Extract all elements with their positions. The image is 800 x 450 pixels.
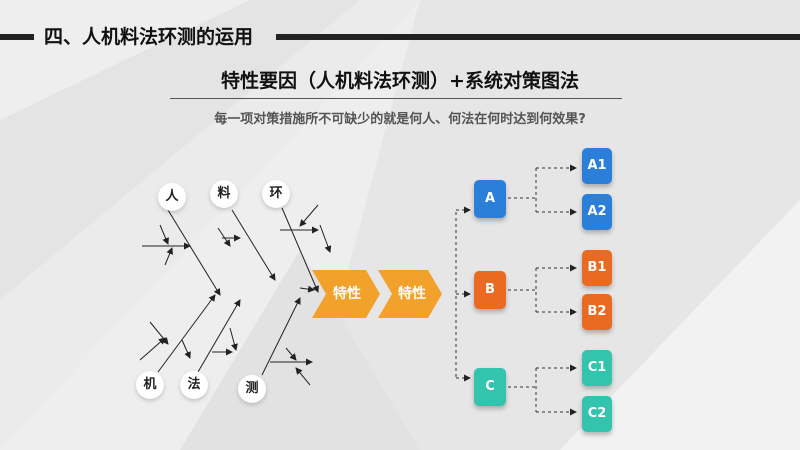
strategy-box-b1: B1 [582, 250, 612, 286]
subtitle-underline [170, 98, 622, 99]
factor-ce: 测 [238, 375, 266, 403]
factor-ren: 人 [158, 183, 186, 211]
bone-huan [281, 207, 319, 293]
factor-huan: 环 [262, 180, 290, 208]
strategy-box-b2: B2 [582, 294, 612, 330]
header-line-right [276, 34, 800, 40]
strategy-box-c2: C2 [582, 396, 612, 432]
strategy-box-a1: A1 [582, 148, 612, 184]
page-title: 四、人机料法环测的运用 [44, 26, 254, 48]
bone-liao [231, 209, 276, 281]
guiding-question: 每一项对策措施所不可缺少的就是何人、何法在何时达到何效果? [214, 112, 586, 127]
strategy-box-a2: A2 [582, 194, 612, 230]
diagram-subtitle: 特性要因（人机料法环测）+系统对策图法 [221, 70, 579, 92]
header-bar [0, 30, 800, 44]
strategy-box-b: B [474, 271, 506, 309]
factor-ji: 机 [136, 371, 164, 399]
strategy-box-c: C [474, 368, 506, 406]
bone-ji [157, 294, 216, 373]
strategy-box-c1: C1 [582, 350, 612, 386]
factor-liao: 料 [210, 180, 238, 208]
characteristic-label-2: 特性 [398, 286, 426, 302]
bone-fa [197, 299, 241, 373]
characteristic-label-1: 特性 [333, 286, 361, 302]
header-line-left [0, 34, 34, 40]
chevron-arrow-2 [378, 270, 442, 318]
chevron-arrow-1 [312, 270, 380, 318]
factor-fa: 法 [180, 371, 208, 399]
bone-ce [261, 297, 301, 376]
strategy-box-a: A [474, 180, 506, 218]
bone-ren [167, 209, 221, 296]
